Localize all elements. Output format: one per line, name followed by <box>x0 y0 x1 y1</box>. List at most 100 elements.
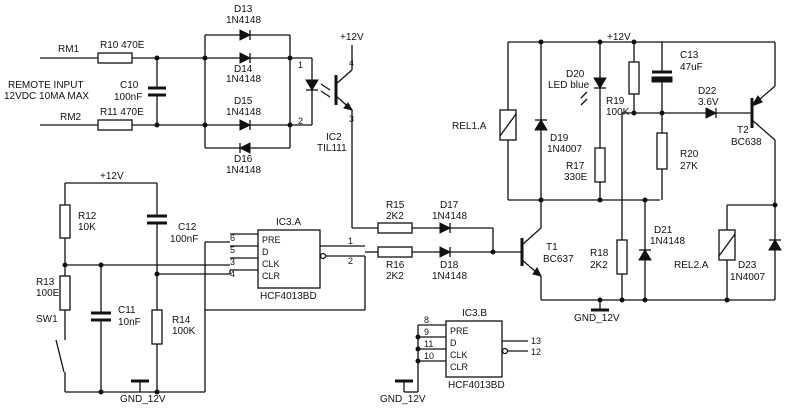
d22-name: D22 <box>698 86 717 97</box>
r16-resistor <box>377 246 413 258</box>
rel2-label: REL2.A <box>674 260 709 271</box>
d17-name: D17 <box>440 200 459 211</box>
ic3a-pinno-1: 1 <box>348 236 353 246</box>
t2-name: T2 <box>737 125 749 136</box>
ic2-pin3: 3 <box>349 114 354 124</box>
ic3b-pinno-11: 11 <box>424 339 433 349</box>
ic3a-pin-clk: CLK <box>262 259 280 269</box>
r18-name: R18 <box>590 248 609 259</box>
sw1-label: SW1 <box>36 314 58 325</box>
bridge-rectifier: D13 1N4148 D14 1N4148 D15 1N4148 D16 1N4… <box>202 4 293 176</box>
ic2-name: IC2 <box>326 132 342 143</box>
d15-name: D15 <box>234 96 253 107</box>
ic3a-pin-pre: PRE <box>262 235 281 245</box>
r19-resistor <box>628 61 640 95</box>
ic3a-flipflop: IC3.A HCF4013BD PRE D CLK CLR 6 5 3 4 1 … <box>157 217 366 311</box>
ic3b-pinno-12: 12 <box>531 347 541 357</box>
d19-name: D19 <box>550 133 569 144</box>
d18-diode <box>439 246 452 258</box>
r14-value: 100K <box>172 326 196 337</box>
d23-value: 1N4007 <box>730 272 765 283</box>
gnd-label-ic3b: GND_12V <box>380 394 426 405</box>
r19-name: R19 <box>606 96 625 107</box>
ic2-optocoupler: 1 2 3 4 +12V IC2 TIL111 <box>290 32 364 228</box>
ic3b-pinno-8: 8 <box>424 315 429 325</box>
r17-resistor <box>594 147 606 183</box>
r11-label: R11 470E <box>100 107 144 118</box>
d21-value: 1N4148 <box>650 236 685 247</box>
ic2-vcc-label: +12V <box>340 32 364 43</box>
r15-resistor <box>377 222 413 234</box>
d18-value: 1N4148 <box>432 271 467 282</box>
ic2-pin4: 4 <box>349 58 354 68</box>
d17-value: 1N4148 <box>432 211 467 222</box>
r20-name: R20 <box>680 149 699 160</box>
r18-value: 2K2 <box>590 260 608 271</box>
rm1-label: RM1 <box>58 44 80 55</box>
vcc-label-left: +12V <box>100 171 124 182</box>
r20-resistor <box>656 132 668 170</box>
r15-value: 2K2 <box>386 211 404 222</box>
d17-diode <box>439 222 452 234</box>
ic3b-pin-d: D <box>450 338 457 348</box>
ic3b-part: HCF4013BD <box>448 380 505 391</box>
d19-value: 1N4007 <box>547 144 582 155</box>
ic3b-pinno-9: 9 <box>424 327 429 337</box>
t1-value: BC637 <box>543 254 574 265</box>
r10-label: R10 470E <box>100 40 145 51</box>
d20-name: D20 <box>566 69 585 80</box>
d22-value: 3.6V <box>698 97 719 108</box>
d14-name: D14 <box>234 64 253 75</box>
gnd-label-right: GND_12V <box>574 313 620 324</box>
c13-value: 47uF <box>680 62 703 73</box>
c11-name: C11 <box>118 305 136 316</box>
r13-value: 100E <box>36 288 60 299</box>
ic3b-pinno-10: 10 <box>424 351 434 361</box>
switch-timing-section: +12V R12 10K R13 100E SW1 C11 10nF C12 1… <box>36 171 230 405</box>
r17-value: 330E <box>564 172 588 183</box>
ic3a-pinno-2: 2 <box>348 256 353 266</box>
r16-value: 2K2 <box>386 271 404 282</box>
ic3a-pin-d: D <box>262 247 269 257</box>
d13-name: D13 <box>234 4 253 15</box>
t2-value: BC638 <box>731 137 762 148</box>
d23-name: D23 <box>738 260 757 271</box>
remote-input-section: RM1 RM2 R10 470E R11 470E REMOTE INPUT 1… <box>4 40 205 131</box>
r16-name: R16 <box>386 260 405 271</box>
ic2-pin2: 2 <box>298 116 303 126</box>
ic3b-pin-clk: CLK <box>450 350 468 360</box>
ic2-value: TIL111 <box>317 143 347 154</box>
ic3a-pin-clr: CLR <box>262 271 281 281</box>
c10-name: C10 <box>120 80 139 91</box>
d16-diode <box>238 142 251 154</box>
gnd-label-left: GND_12V <box>120 394 166 405</box>
base-drive-network: R15 2K2 D17 1N4148 R16 2K2 D18 1N4148 <box>352 200 522 282</box>
rm2-label: RM2 <box>60 112 82 123</box>
c12-name: C12 <box>178 222 197 233</box>
r13-resistor <box>59 275 71 311</box>
d21-diode <box>638 249 652 261</box>
ic2-pin1: 1 <box>298 60 303 70</box>
r12-name: R12 <box>78 211 97 222</box>
r11-resistor <box>97 119 133 131</box>
ic3b-flipflop: IC3.B HCF4013BD PRE D CLK CLR 8 9 11 10 … <box>380 308 541 405</box>
d21-name: D21 <box>654 225 673 236</box>
d18-name: D18 <box>440 260 459 271</box>
r14-name: R14 <box>172 315 191 326</box>
r10-resistor <box>97 52 133 64</box>
d16-value: 1N4148 <box>226 165 261 176</box>
r13-name: R13 <box>36 277 55 288</box>
d15-diode <box>239 119 252 131</box>
rel1-label: REL1.A <box>452 121 487 132</box>
d16-name: D16 <box>234 154 253 165</box>
d23-diode <box>768 239 782 251</box>
d13-value: 1N4148 <box>226 15 261 26</box>
d13-diode <box>239 29 252 41</box>
r20-value: 27K <box>680 161 698 172</box>
r12-value: 10K <box>78 222 96 233</box>
ic3b-name: IC3.B <box>462 308 487 319</box>
d20-value: LED blue <box>548 80 590 91</box>
d14-value: 1N4148 <box>226 74 261 85</box>
ic3a-pinno-6: 6 <box>230 233 235 243</box>
